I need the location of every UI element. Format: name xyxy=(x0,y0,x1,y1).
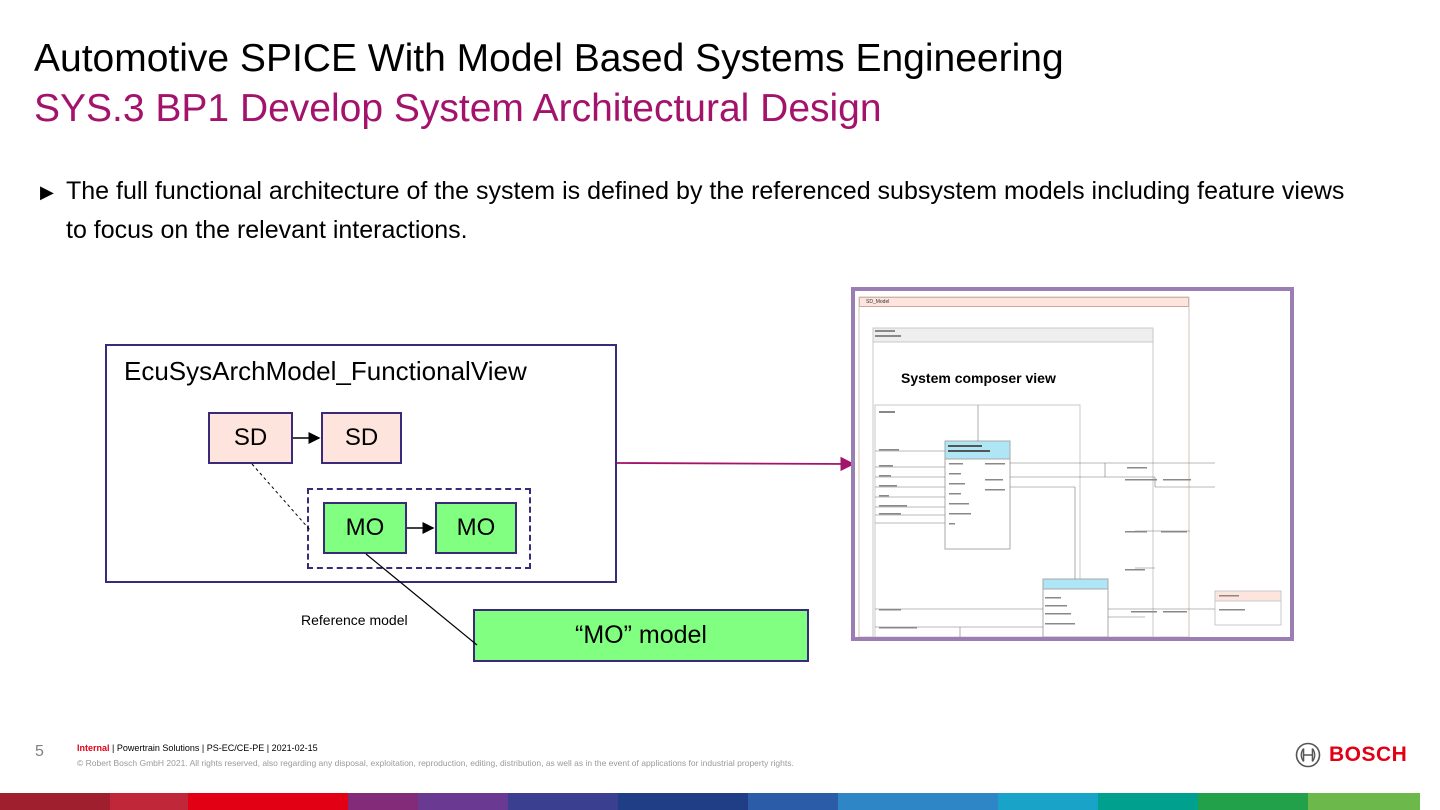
mo-to-model-link xyxy=(365,553,478,646)
bullet-arrow-icon: ▶ xyxy=(40,182,54,202)
mo-model-box: “MO” model xyxy=(473,609,809,662)
page-number: 5 xyxy=(35,743,44,760)
system-composer-screenshot: SD_Model System composer view xyxy=(851,287,1294,641)
reference-model-label: Reference model xyxy=(301,612,408,628)
footer-info-text: | Powertrain Solutions | PS-EC/CE-PE | 2… xyxy=(109,743,318,753)
composer-diagram-graphic xyxy=(858,296,1282,637)
functional-view-box xyxy=(105,344,617,583)
view-to-composer-arrow xyxy=(616,456,855,472)
sd-node-right: SD xyxy=(321,412,402,464)
mo-node-right: MO xyxy=(435,502,517,554)
footer-info: Internal | Powertrain Solutions | PS-EC/… xyxy=(77,742,318,754)
classification-label: Internal xyxy=(77,743,110,753)
sd-to-mo-dashed-link xyxy=(251,463,311,531)
mo-group-dashed-box xyxy=(307,488,531,569)
bosch-logo: BOSCH xyxy=(1295,742,1407,768)
functional-view-label: EcuSysArchModel_FunctionalView xyxy=(124,356,527,386)
copyright-text: © Robert Bosch GmbH 2021. All rights res… xyxy=(77,758,794,768)
composer-view-label: System composer view xyxy=(901,370,1056,386)
mo-node-left: MO xyxy=(323,502,407,554)
sd-node-left: SD xyxy=(208,412,293,464)
bosch-armature-icon xyxy=(1295,742,1321,768)
slide-title: Automotive SPICE With Model Based System… xyxy=(34,37,1064,80)
bullet-text: The full functional architecture of the … xyxy=(66,177,1345,244)
slide-subtitle: SYS.3 BP1 Develop System Architectural D… xyxy=(34,87,882,130)
bullet-item: ▶ The full functional architecture of th… xyxy=(40,172,1360,250)
supergraphic-bar xyxy=(0,793,1440,810)
bosch-wordmark: BOSCH xyxy=(1329,743,1408,766)
composer-header-text: SD_Model xyxy=(866,299,890,305)
